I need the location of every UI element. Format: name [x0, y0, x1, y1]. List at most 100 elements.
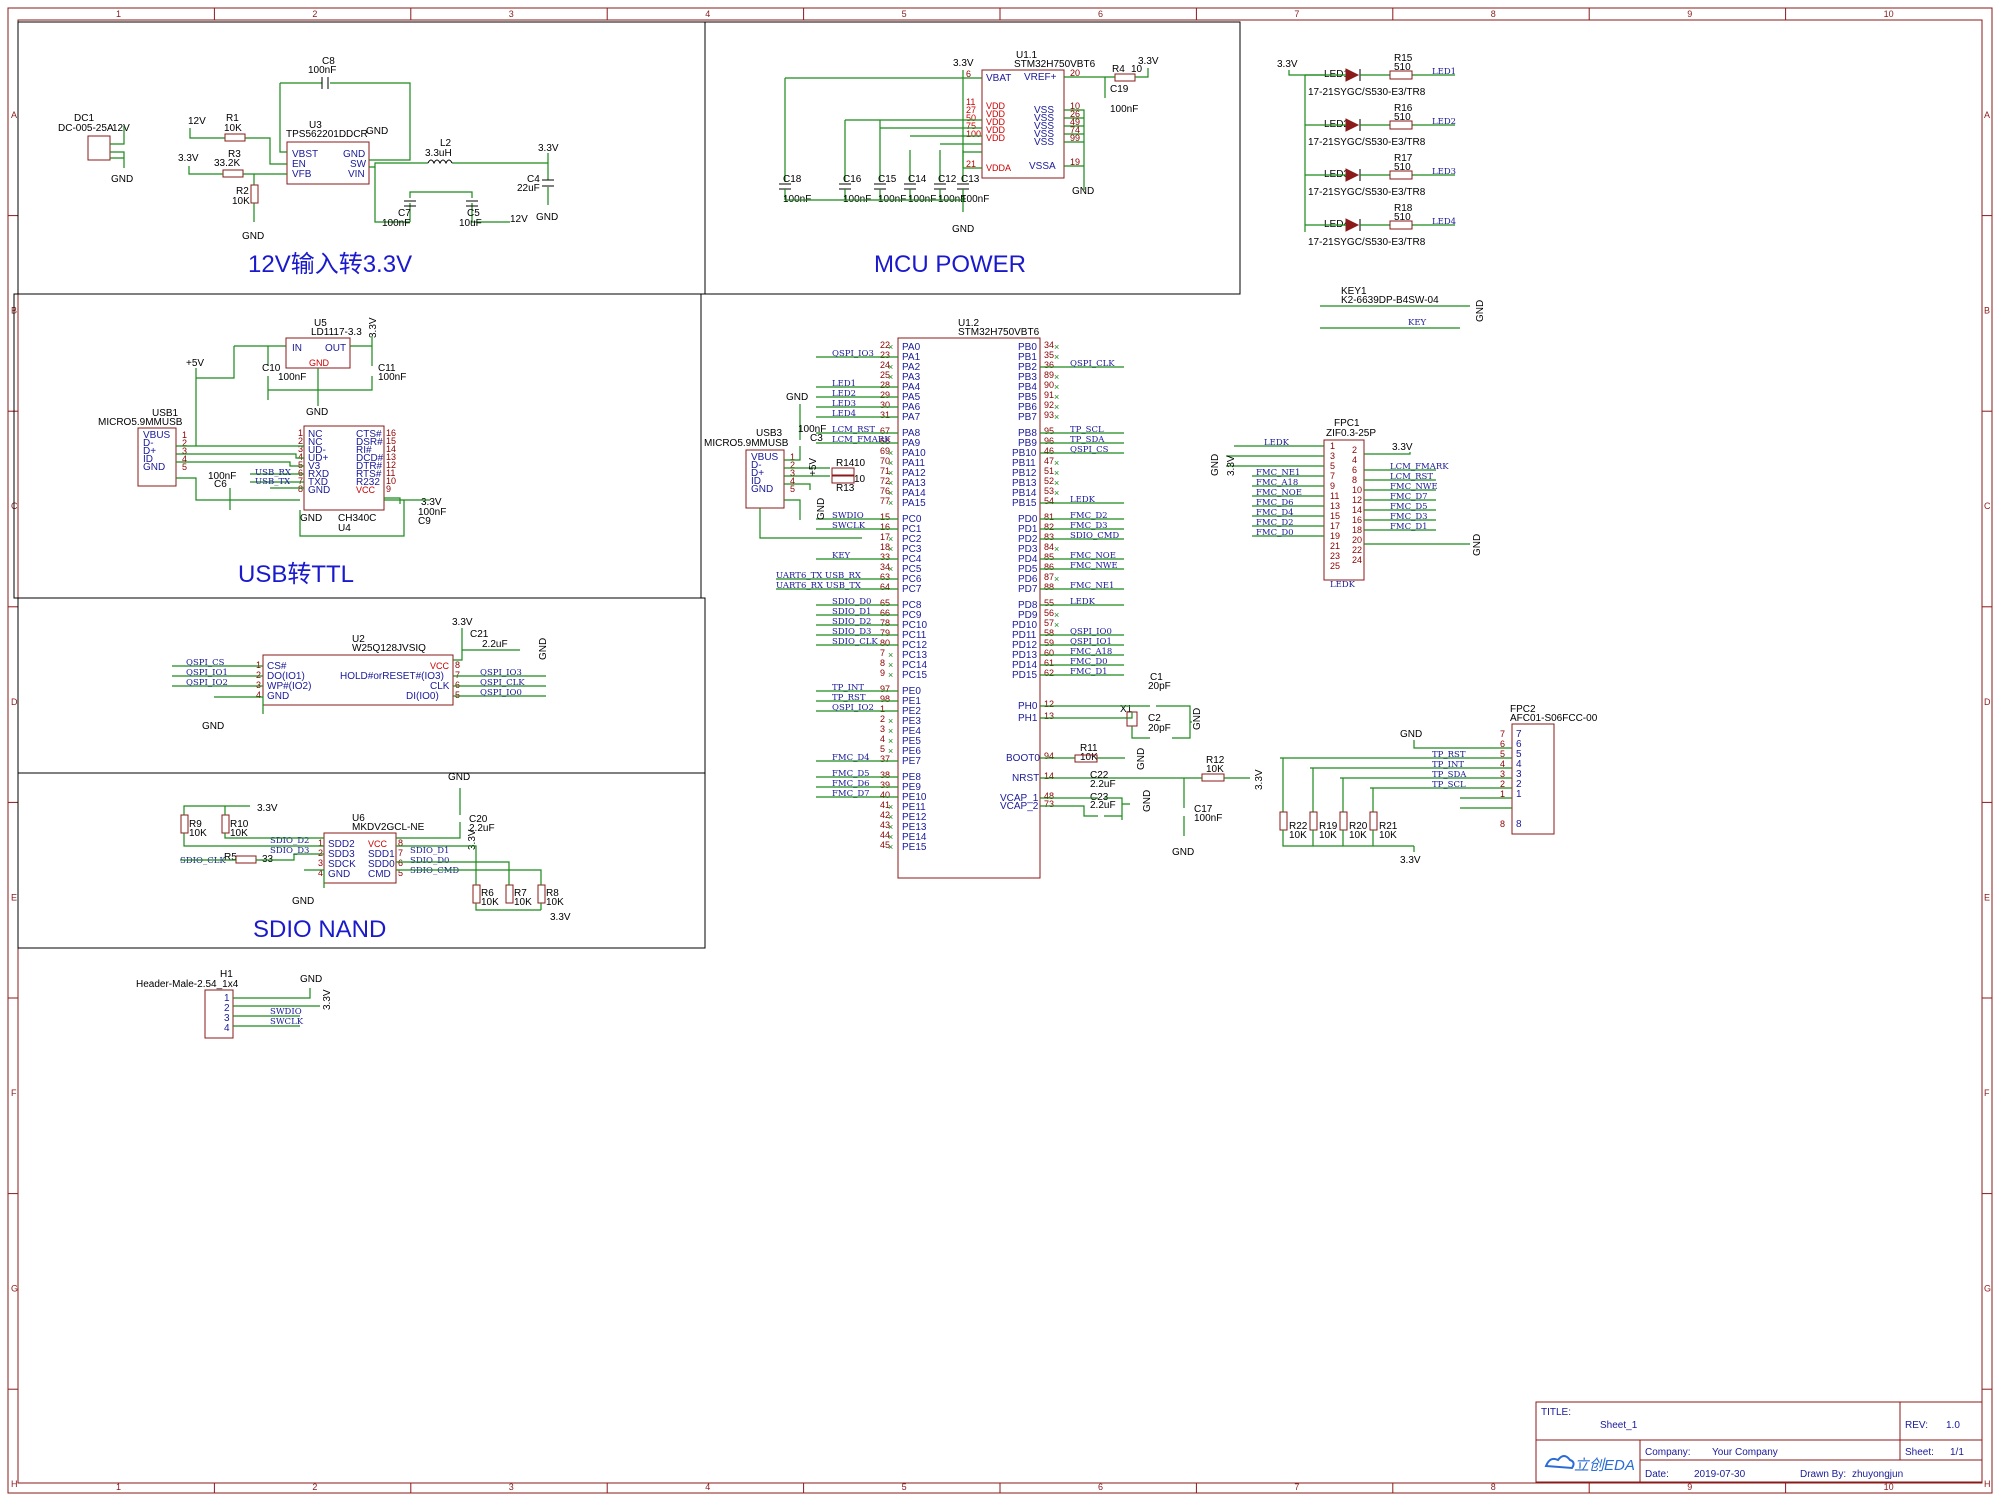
ch340-pins: NC1NC2UD-3UD+4V35RXD6TXD7GND8CTS#16DSR#1… — [298, 428, 396, 496]
mcu-pin-number: 42 — [880, 810, 890, 820]
mcu-net-right: QSPI_CS — [1070, 445, 1109, 455]
mcu-net-right: FMC_NWE — [1070, 561, 1118, 571]
no-connect-icon: × — [1054, 402, 1059, 412]
mcu-pin-left: PC7 — [902, 584, 922, 595]
mcu-pin-right: PD1 — [1018, 524, 1038, 535]
frame-row-label: F — [11, 1088, 17, 1098]
fpc1-net-left: FMC_D2 — [1256, 518, 1294, 528]
led-diode-icon — [1345, 68, 1360, 82]
no-connect-icon: × — [1054, 544, 1059, 554]
net-ledk-fpc1: LEDK — [1330, 580, 1356, 590]
c22-ref: C22 — [1090, 770, 1109, 781]
fpc2-net: TP_SCL — [1432, 780, 1466, 790]
ch340-pin-number: 13 — [386, 452, 396, 462]
w25-pin-left: WP#(IO2) — [267, 681, 311, 692]
mcu-pin-left: PC9 — [902, 610, 922, 621]
w25-pins: CS#1QSPI_CSDO(IO1)2QSPI_IO1WP#(IO2)3QSPI… — [172, 658, 546, 702]
net-33v-r3: 3.3V — [178, 153, 199, 164]
fpc1-pin-number: 3 — [1330, 451, 1335, 461]
ch340-pin-number: 15 — [386, 436, 396, 446]
r12-value: 10K — [1206, 764, 1224, 775]
fpc1-pin-number: 25 — [1330, 561, 1340, 571]
u2-ref: U2 — [352, 634, 365, 645]
mcu-pin-number: 16 — [880, 522, 890, 532]
mcu-net-right: TP_SDA — [1070, 435, 1105, 445]
mcu-pin-number: 18 — [880, 542, 890, 552]
net-key: KEY — [1408, 318, 1427, 328]
c22-value: 2.2uF — [1090, 779, 1116, 790]
c6-ref: C6 — [214, 479, 227, 490]
ch340-pin-left: TXD — [308, 477, 328, 488]
mcu-pin-number: 91 — [1044, 390, 1054, 400]
no-connect-icon: × — [888, 746, 893, 756]
nand-pin-number: 4 — [318, 868, 323, 878]
usb3-ref: USB3 — [756, 428, 783, 439]
mcu-net-right: FMC_D1 — [1070, 667, 1108, 677]
u5-pin-out: OUT — [325, 343, 346, 354]
h1-pin4: 4 — [224, 1023, 230, 1034]
frame-col-label: 3 — [509, 1482, 514, 1492]
frame-col-label: 5 — [902, 1482, 907, 1492]
fpc1-pin-number: 7 — [1330, 471, 1335, 481]
mcu-net-left: SDIO_D1 — [832, 607, 871, 617]
led-part: 17-21SYGC/S530-E3/TR8 — [1308, 137, 1426, 148]
mcu-pin-left: PA14 — [902, 488, 926, 499]
cloud-logo-icon — [1544, 1455, 1575, 1470]
fpc1-net-right: FMC_D5 — [1390, 502, 1428, 512]
gnd-h1: GND — [300, 974, 322, 985]
ch340-pin-right: DCD# — [356, 453, 384, 464]
usb-pin-number: 4 — [182, 454, 187, 464]
frame-row-label: D — [1984, 697, 1991, 707]
led-res-ref: R16 — [1394, 103, 1413, 114]
eda-logo: 立创EDA — [1574, 1457, 1635, 1474]
fpc1-net-left: FMC_NOE — [1256, 488, 1302, 498]
ch340-pin-number: 3 — [298, 444, 303, 454]
pullup-ref: R19 — [1319, 821, 1338, 832]
mcu-net-left: UART6_TX USB_RX — [776, 571, 862, 581]
gnd-vss: GND — [1072, 186, 1094, 197]
mcu-net-left: TP_INT — [832, 683, 864, 693]
c9-ref: C9 — [418, 516, 431, 527]
fpc1-pin-number: 9 — [1330, 481, 1335, 491]
fpc1-pin-number: 10 — [1352, 485, 1362, 495]
key1-value: K2-6639DP-B4SW-04 — [1341, 295, 1439, 306]
mcu-net-left: SDIO_CLK — [832, 637, 878, 647]
no-connect-icon: × — [888, 726, 893, 736]
mcu-pin-left: PA8 — [902, 428, 921, 439]
mcu-pin-number: 51 — [1044, 466, 1054, 476]
mcu-pin-number: 13 — [1044, 711, 1054, 721]
r2-ref: R2 — [236, 186, 249, 197]
frame-row-label: E — [11, 892, 17, 902]
fpc1-lcd-connector: FPC1 ZIF0.3-25P 1LEDK357FMC_NE19FMC_A181… — [1210, 418, 1483, 590]
net-33v-vbat: 3.3V — [953, 58, 974, 69]
mcu-pin-left: PE11 — [902, 802, 926, 813]
fpc1-net-left: FMC_NE1 — [1256, 468, 1300, 478]
frame-col-label: 7 — [1294, 1482, 1299, 1492]
ch340-pin-number: 2 — [298, 436, 303, 446]
gnd-u6: GND — [292, 896, 314, 907]
mcu-pin-right: PB6 — [1018, 402, 1037, 413]
mcu-power-pin-number: 100 — [966, 129, 981, 139]
mcu-pin-number: 60 — [1044, 648, 1054, 658]
mcu-power-pin-number: 74 — [1070, 125, 1080, 135]
fpc1-pin-number: 5 — [1330, 461, 1335, 471]
no-connect-icon: × — [888, 468, 893, 478]
mcu-net-left: LCM_RST — [832, 425, 875, 435]
no-connect-icon: × — [1054, 382, 1059, 392]
mcu-pin-number: 55 — [1044, 598, 1054, 608]
mcu-pin-number: 12 — [1044, 699, 1054, 709]
mcu-pin-left: PE0 — [902, 686, 921, 697]
c5-value: 10uF — [459, 218, 482, 229]
gnd-vcap: GND — [1142, 790, 1153, 812]
mcu-pin-left: PC10 — [902, 620, 927, 631]
mcu-pin-right: PB8 — [1018, 428, 1037, 439]
frame-row-label: A — [11, 110, 17, 120]
gnd-dc1: GND — [111, 174, 133, 185]
usb-pin-name: D+ — [751, 468, 764, 479]
mcu-power-pin-name: VBAT — [986, 73, 1011, 84]
c10-ref: C10 — [262, 363, 281, 374]
fpc2-pin-inner: 5 — [1516, 749, 1522, 760]
mcu-left-pins: PA022×PA123QSPI_IO3PA224×PA325×PA428LED1… — [776, 340, 927, 853]
net-12v-dc1: 12V — [112, 123, 130, 134]
